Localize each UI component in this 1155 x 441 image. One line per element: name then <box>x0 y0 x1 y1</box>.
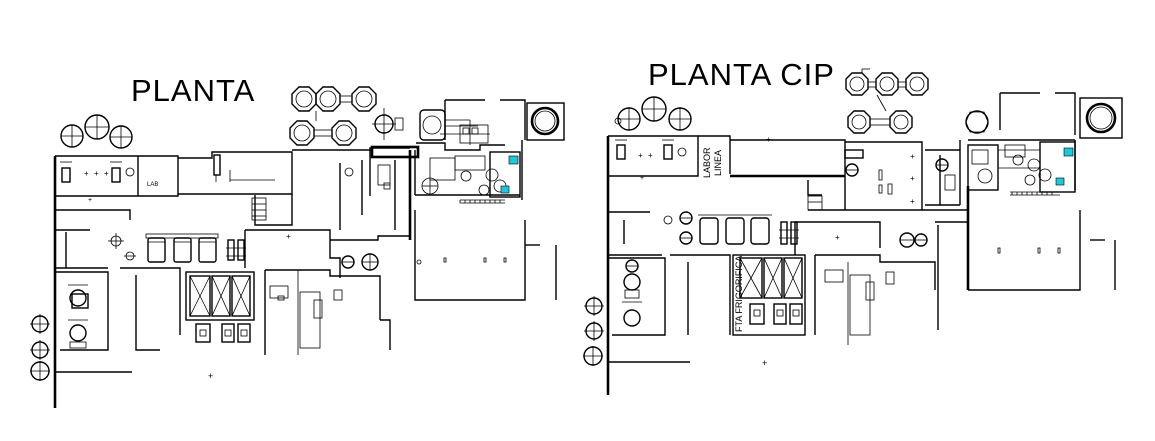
right-octagonal-tank-farm <box>845 68 929 134</box>
right-plan-title: PLANTA CIP <box>648 57 835 92</box>
right-cyan-sink-top <box>1063 147 1074 157</box>
left-lab-label: LAB <box>147 182 158 188</box>
left-plan-title: PLANTA <box>131 73 255 108</box>
svg-text:+: + <box>762 358 767 368</box>
left-floor-plan: PLANTA <box>30 73 565 408</box>
svg-text:+: + <box>640 175 644 182</box>
svg-text:+: + <box>910 174 915 183</box>
svg-text:+: + <box>910 152 915 161</box>
right-plan-walls <box>606 92 1116 395</box>
left-lab-equipment: + + + LAB + <box>60 161 158 204</box>
right-labor-label: LABOR <box>702 147 712 178</box>
svg-text:+: + <box>766 135 771 144</box>
svg-text:+: + <box>286 232 291 241</box>
right-circular-tanks-group <box>614 96 692 131</box>
left-process-room-equipment <box>213 154 275 221</box>
svg-text:+: + <box>835 233 840 242</box>
svg-text:+: + <box>84 169 89 178</box>
svg-text:+: + <box>208 371 213 381</box>
right-floor-plan: PLANTA CIP <box>583 57 1123 395</box>
left-cold-room <box>185 271 255 343</box>
right-room-equipment: + <box>583 259 895 368</box>
left-process-tanks: + <box>108 232 291 263</box>
right-cold-room-label: FTA FRIGORIFICA <box>734 256 744 332</box>
left-room-equipment: + <box>30 253 379 381</box>
right-process-room: + + + <box>807 149 915 211</box>
svg-text:+: + <box>94 169 99 178</box>
svg-text:+: + <box>104 169 109 178</box>
right-room-markers <box>997 247 1061 254</box>
right-cip-equipment-cluster <box>935 110 1076 196</box>
svg-text:+: + <box>88 197 92 204</box>
left-cyan-sink-bottom <box>500 185 510 194</box>
left-plan-walls <box>53 99 557 408</box>
svg-text:+: + <box>638 151 643 160</box>
svg-text:+: + <box>910 197 915 206</box>
right-lab-room: + + LABOR LINEA + + <box>615 135 771 182</box>
left-circular-tanks-group <box>60 114 133 149</box>
left-octagonal-tank-farm <box>289 86 404 146</box>
right-cyan-sink-bottom <box>1055 177 1065 186</box>
right-process-tanks: + <box>663 211 928 248</box>
left-cip-equipment-cluster <box>344 109 521 204</box>
right-linea-label: LINEA <box>713 150 723 176</box>
left-room-markers <box>416 257 507 265</box>
left-silo <box>526 102 565 141</box>
left-cyan-sink-top <box>508 155 519 165</box>
right-silo <box>1079 97 1123 139</box>
svg-text:+: + <box>648 151 653 160</box>
right-cold-room: FTA FRIGORIFICA <box>732 254 806 336</box>
